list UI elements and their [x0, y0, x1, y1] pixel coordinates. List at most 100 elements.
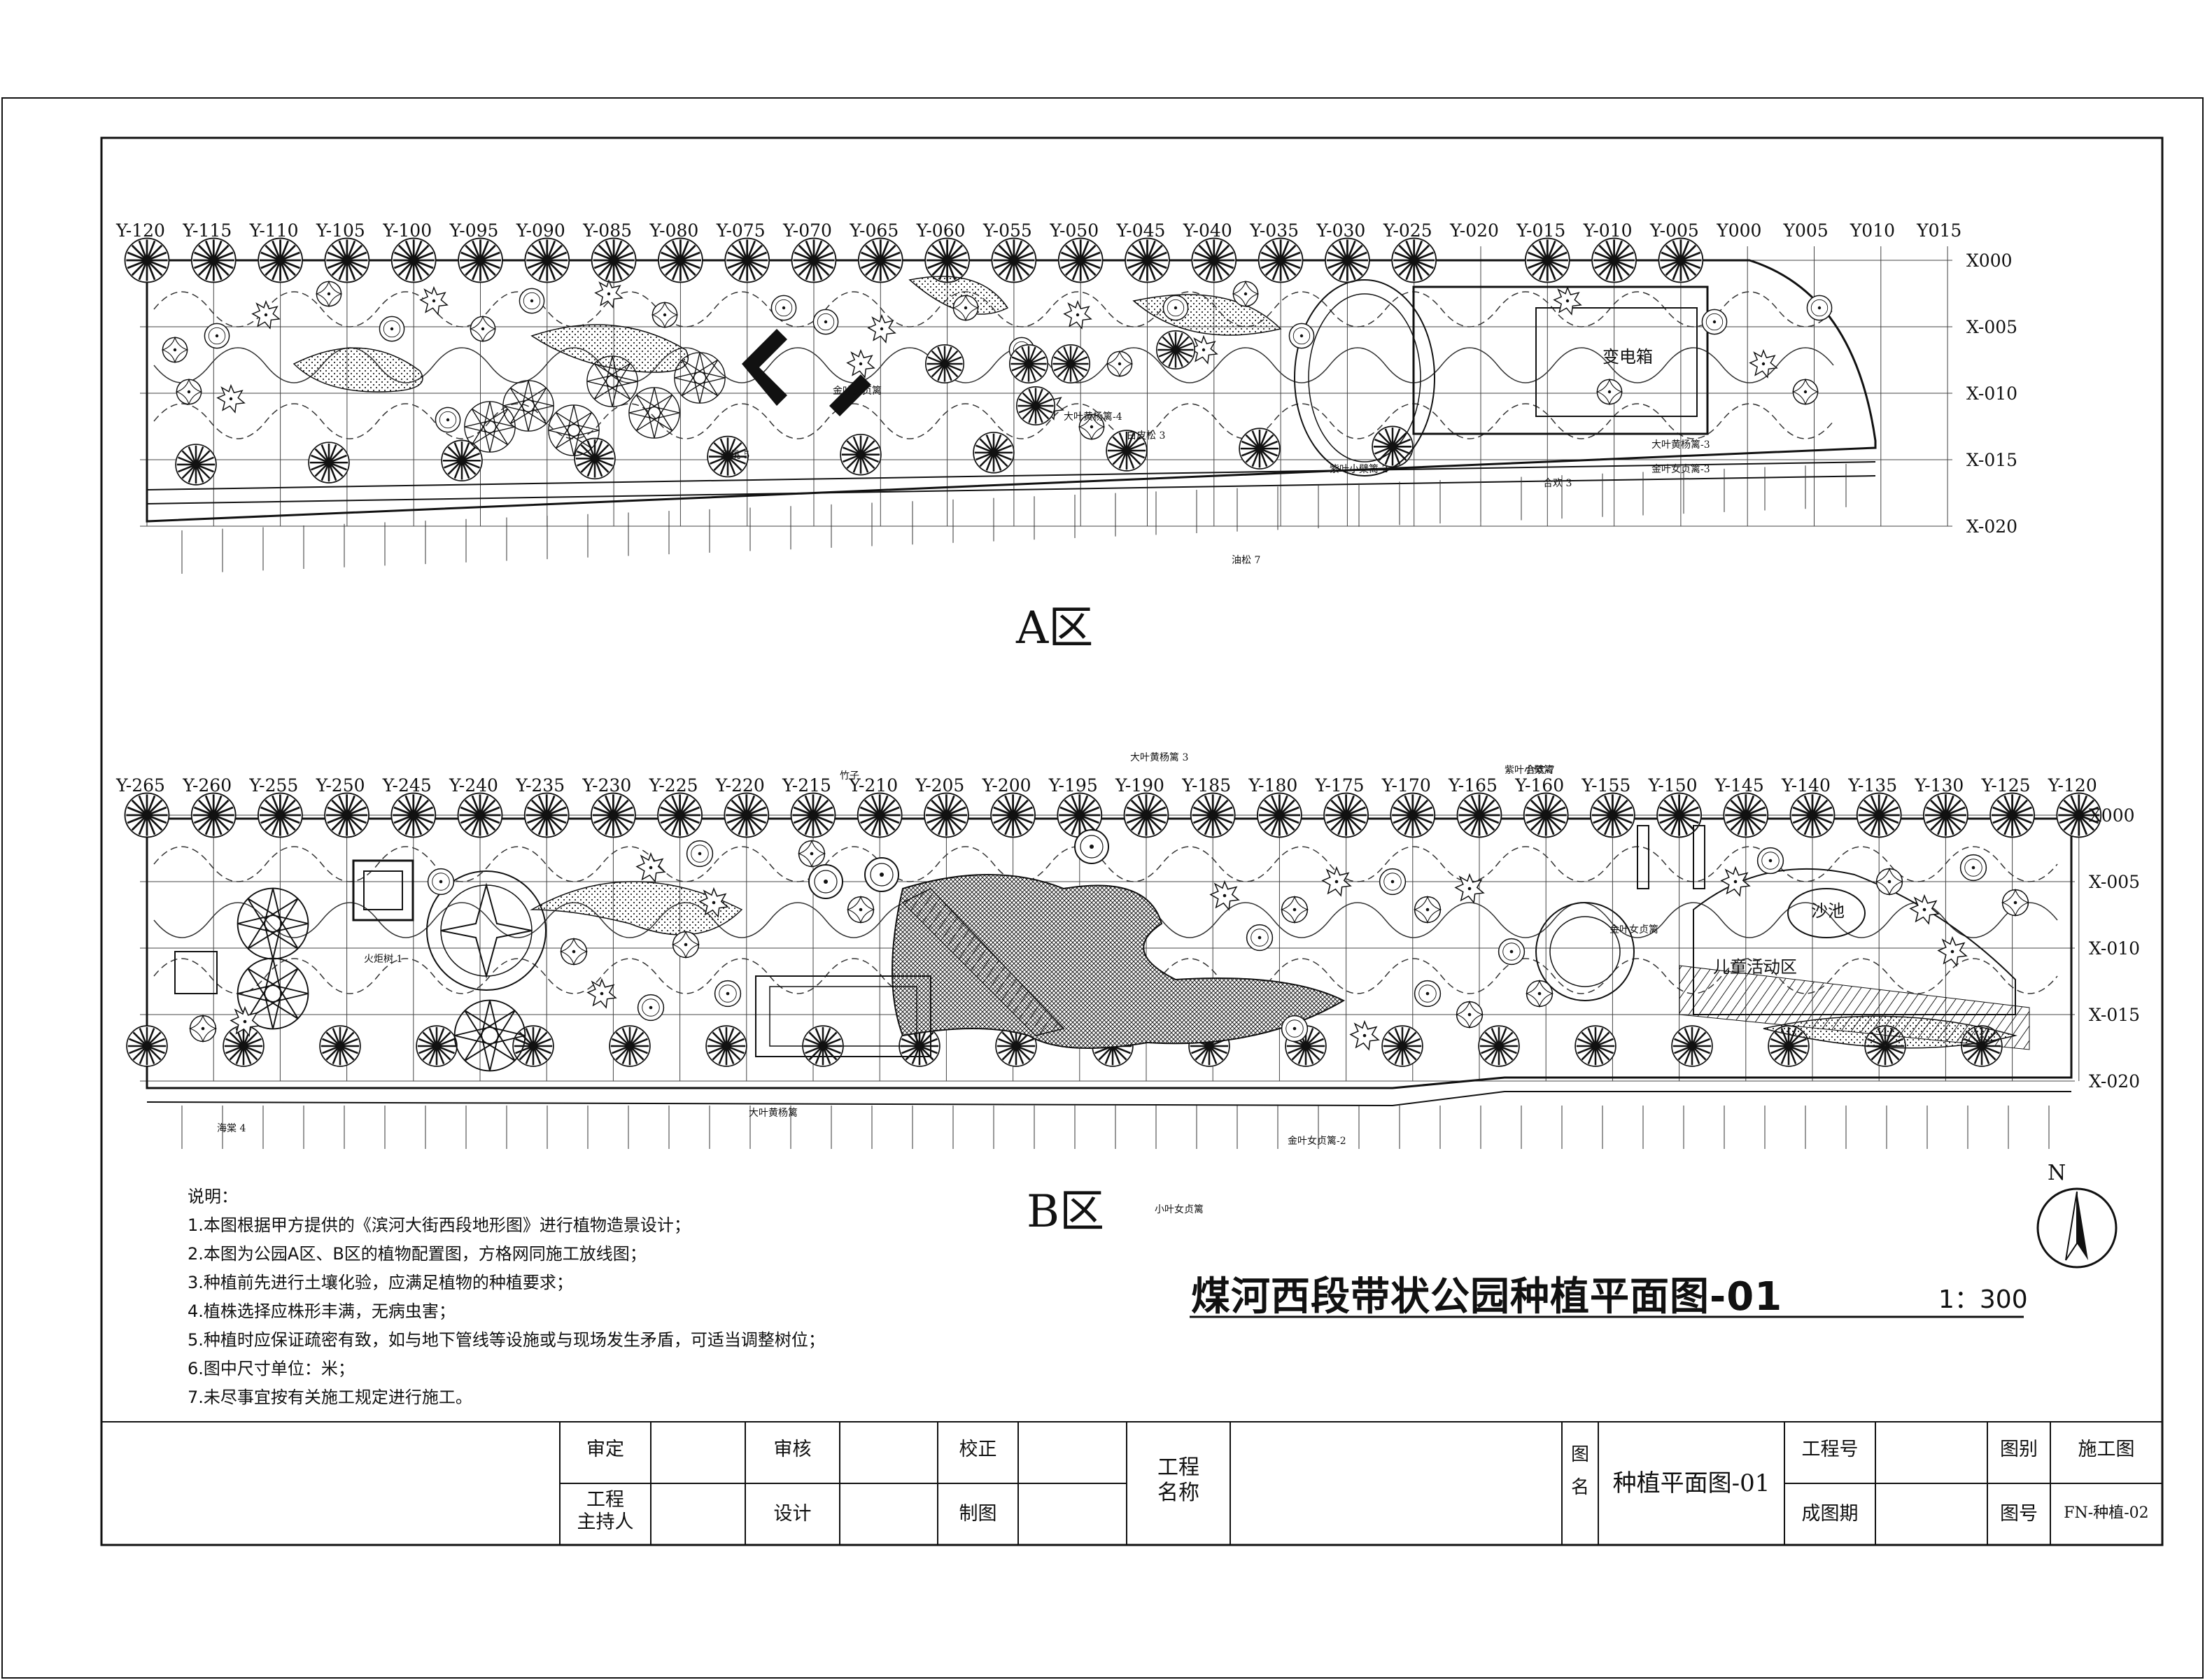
note-item: 1.本图根据甲方提供的《滨河大街西段地形图》进行植物造景设计；	[188, 1215, 691, 1235]
shrub-icon	[1162, 295, 1189, 321]
leaf-shrub-icon	[420, 287, 448, 315]
plant-callout: 大叶黄杨篱-4	[1064, 411, 1122, 423]
grid-row-label: X-010	[2089, 938, 2141, 959]
grid-col-label: Y-210	[849, 775, 899, 796]
tree-icon	[1057, 237, 1104, 283]
shrub-icon	[176, 379, 202, 405]
tree-icon	[1589, 792, 1636, 838]
tree-icon	[1258, 237, 1304, 283]
tree-icon	[174, 443, 218, 486]
leaf-shrub-icon	[595, 280, 623, 308]
tree-icon	[1050, 344, 1091, 384]
play-area-label: 儿童活动区	[1713, 957, 1797, 977]
grid-col-label: Y-265	[116, 775, 165, 796]
note-item: 7.未尽事宜按有关施工规定进行施工。	[188, 1388, 472, 1407]
tree-icon	[124, 237, 170, 283]
tree-icon	[307, 441, 351, 484]
tree-icon	[657, 237, 704, 283]
shrub-icon	[1792, 379, 1819, 405]
plant-callout: 油松 7	[1232, 555, 1261, 566]
zone-a-plan	[124, 237, 1952, 574]
grid-col-label: Y-060	[916, 220, 966, 241]
tree-icon	[390, 792, 437, 838]
grid-col-label: Y-010	[1583, 220, 1633, 241]
tree-icon	[1008, 344, 1049, 384]
tree-icon	[457, 237, 504, 283]
plant-callout: 小叶女贞篱	[1155, 1204, 1204, 1215]
tb-jiaozheng: 校正	[959, 1439, 997, 1460]
plant-callout: 大叶黄杨篱	[749, 1108, 798, 1119]
tree-icon	[1524, 237, 1571, 283]
tree-icon	[523, 237, 570, 283]
shrub-icon	[1106, 351, 1133, 377]
tb-project-name-label: 工程 名称	[1157, 1455, 1199, 1505]
grid-col-label: Y-245	[382, 775, 432, 796]
leaf-shrub-icon	[1938, 937, 1967, 966]
grid-col-label: Y-115	[183, 220, 232, 241]
tree-icon	[124, 792, 170, 838]
tree-icon	[222, 1024, 265, 1068]
tb-number-label: 图号	[2000, 1503, 2038, 1525]
leaf-shrub-icon	[252, 301, 280, 329]
grid-col-label: Y-090	[516, 220, 565, 241]
shrub-icon	[672, 931, 700, 959]
grid-col-label: Y-100	[383, 220, 432, 241]
tree-icon	[991, 237, 1037, 283]
shrub-icon	[1074, 829, 1109, 864]
tree-icon	[512, 1024, 555, 1068]
tree-icon	[791, 237, 837, 283]
shrub-icon	[1379, 868, 1407, 896]
tree-icon	[608, 1024, 651, 1068]
tree-icon	[1658, 237, 1704, 283]
tree-icon	[125, 1024, 169, 1068]
tree-icon	[440, 439, 484, 482]
grid-col-label: Y000	[1717, 220, 1762, 241]
grid-col-label: Y-080	[649, 220, 699, 241]
plant-callout: 紫叶小檗篱-2	[1330, 464, 1388, 475]
grid-col-label: Y-020	[1450, 220, 1499, 241]
note-item: 4.植株选择应株形丰满，无病虫害；	[188, 1301, 456, 1321]
tree-icon	[1190, 237, 1237, 283]
tb-shending: 审定	[586, 1439, 624, 1460]
tb-category-value: 施工图	[2078, 1439, 2135, 1460]
tree-icon	[723, 792, 770, 838]
plant-callout: 紫叶小檗篱	[1505, 765, 1554, 776]
grid-col-label: Y-220	[715, 775, 765, 796]
shrub-icon	[1281, 896, 1309, 924]
tree-icon	[924, 237, 971, 283]
tree-icon	[1389, 792, 1436, 838]
shrub-icon	[1246, 924, 1274, 952]
sandpit-label: 沙池	[1811, 901, 1845, 921]
grid-col-label: Y-015	[1516, 220, 1566, 241]
grid-row-label: X000	[2089, 805, 2135, 826]
grid-col-label: Y-255	[249, 775, 299, 796]
tree-icon	[415, 1024, 458, 1068]
tree-icon	[705, 1024, 748, 1068]
plant-callout: 大叶黄杨篱-3	[1651, 439, 1710, 451]
shrub-icon	[519, 288, 545, 314]
tb-host: 工程 主持人	[577, 1489, 634, 1534]
shrub-icon	[379, 316, 405, 342]
note-item: 3.种植前先进行土壤化验，应满足植物的种植要求；	[188, 1273, 573, 1292]
grid-row-label: X-015	[2089, 1005, 2141, 1025]
tree-icon	[1324, 237, 1371, 283]
grid-col-label: Y005	[1783, 220, 1829, 241]
grid-col-label: Y-250	[316, 775, 365, 796]
shrub-icon	[714, 980, 742, 1008]
shrub-icon	[1701, 309, 1728, 335]
notes-heading: 说明：	[188, 1187, 238, 1206]
drawing-scale: 1：300	[1938, 1285, 2028, 1314]
tree-icon	[1323, 792, 1369, 838]
leaf-shrub-icon	[1350, 1021, 1379, 1050]
leaf-shrub-icon	[217, 385, 245, 413]
tree-icon	[1381, 1024, 1424, 1068]
tree-icon	[989, 792, 1036, 838]
shrub-icon	[1414, 896, 1442, 924]
shrub-icon	[1806, 295, 1833, 321]
plant-callout: 金叶女贞篱	[833, 386, 882, 397]
pine-icon	[628, 387, 680, 439]
grid-col-label: Y-205	[915, 775, 965, 796]
grid-col-label: Y-055	[982, 220, 1032, 241]
plant-callout: 金叶女贞篱-3	[1651, 464, 1710, 475]
tree-icon	[1574, 1024, 1617, 1068]
